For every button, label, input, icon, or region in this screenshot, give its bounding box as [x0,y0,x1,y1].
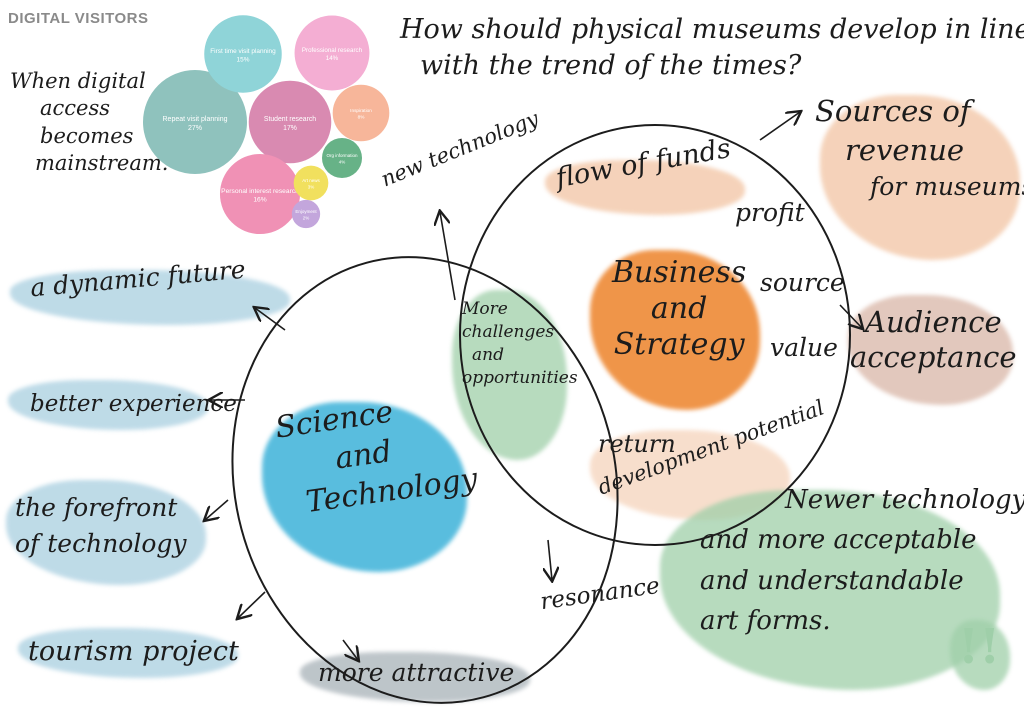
source-label: source [760,268,845,297]
blue-stroke-better-experience [8,380,208,430]
blue-stroke-dynamic-future [10,270,290,325]
peach-stroke-revenue [820,95,1020,260]
arrow-attractive [342,639,358,660]
bubble-value: 8% [358,115,366,120]
bubble-label: Personal interest research [221,188,299,195]
arrow-new-technology [440,212,456,301]
bubble-inspiration [332,84,390,142]
sources-revenue-note: Sources of revenue for museums [815,94,1024,202]
newer-technology-note: Newer technology and more acceptable and… [700,485,1024,636]
profit-label: profit [735,198,805,227]
bubble-value: 4% [339,160,346,165]
business-circle [459,124,851,546]
bubble-value: 2% [303,216,310,221]
bubble-repeat-visit-planning [143,70,247,174]
value-label: value [770,333,838,362]
orange-fill-business [590,250,760,410]
exclamation-marks: !! [958,619,1001,675]
bubble-label: Org information [326,153,358,158]
bubble-label: Enjoyment [295,209,317,214]
arrow-audience [839,304,862,328]
arrow-future [255,308,286,331]
mauve-stroke-audience [848,295,1013,405]
tourism-project-label: tourism project [28,636,239,667]
bubble-label: Student research [264,116,316,123]
bubble-enjoyment [291,199,321,229]
bubble-label: Inspiration [350,108,372,113]
digital-visitors-bubble-chart: Repeat visit planning 27% Student research… [143,15,390,235]
better-experience-label: better experience [30,391,237,417]
bubble-student-research [248,80,332,164]
bubble-label: First time visit planning [210,48,276,55]
green-stroke-exclaim [950,620,1010,690]
bubble-value: 17% [283,125,297,132]
more-challenges-label: More challenges and opportunities [462,299,578,388]
science-circle [231,256,619,704]
bubble-value: 27% [188,125,202,132]
arrow-forefront [205,499,229,520]
gray-stroke-attractive [300,652,530,702]
bubble-value: 15% [237,56,250,63]
arrow-resonance [548,539,552,580]
bubble-art-news [293,165,329,201]
bubble-personal-interest-research [219,153,301,235]
bubble-first-time-visit-planning [204,15,282,93]
arrow-tourism [238,591,266,618]
blue-stroke-forefront [6,480,206,585]
audience-acceptance-note: Audience acceptance [850,305,1017,374]
green-stroke-challenges [452,290,567,460]
bubble-professional-research [294,15,370,91]
bubble-label: Art news [302,178,320,183]
cyan-fill-science [262,402,467,572]
bubble-value: 3% [308,185,315,190]
bubble-value: 16% [253,197,266,204]
bubble-value: 14% [326,55,339,62]
forefront-note: the forefront of technology [15,493,187,559]
business-strategy-label: Business and Strategy [612,255,747,362]
bubble-label: Professional research [302,47,363,54]
more-attractive-label: more attractive [318,658,515,687]
digital-visitors-title: DIGITAL VISITORS [8,10,149,27]
when-digital-note: When digital access becomes mainstream. [10,69,169,175]
main-question: How should physical museums develop in l… [400,14,1024,82]
bubble-label: Repeat visit planning [163,116,228,123]
bubble-org-information [321,137,363,179]
green-stroke-newer [660,490,1000,690]
return-label: return [598,430,676,458]
arrow-sources [759,112,800,141]
blue-stroke-tourism [18,628,238,678]
peach-stroke-funds [545,160,745,215]
